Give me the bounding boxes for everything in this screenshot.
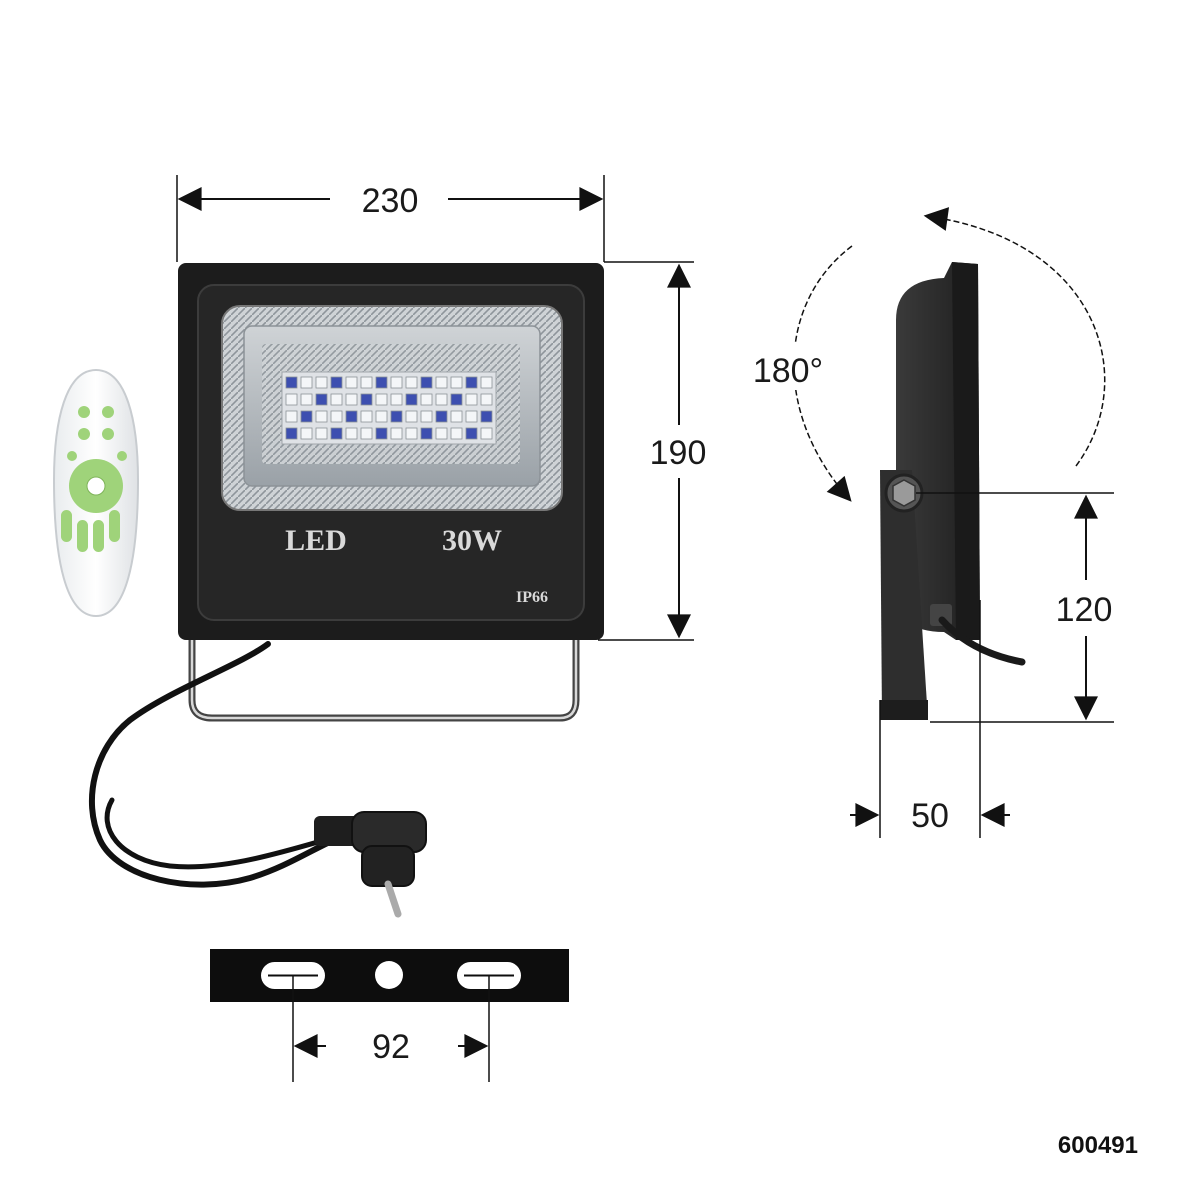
led-chip bbox=[450, 376, 463, 389]
led-chip bbox=[330, 376, 343, 389]
led-chip bbox=[435, 376, 448, 389]
remote-button bbox=[93, 520, 104, 552]
led-chip bbox=[330, 427, 343, 440]
depth-label: 50 bbox=[911, 797, 949, 835]
led-chip bbox=[300, 410, 313, 423]
led-chip bbox=[330, 393, 343, 406]
hole-spacing-label: 92 bbox=[372, 1028, 410, 1066]
remote-button bbox=[78, 406, 90, 418]
hole-spacing-dimension: 92 bbox=[292, 975, 490, 1082]
led-chip bbox=[390, 376, 403, 389]
led-chip bbox=[405, 376, 418, 389]
height-label: 190 bbox=[650, 434, 707, 472]
floodlight-side-view bbox=[880, 262, 1026, 720]
remote-button bbox=[61, 510, 72, 542]
led-chip bbox=[435, 427, 448, 440]
led-label: LED bbox=[285, 524, 347, 557]
led-chip bbox=[285, 393, 298, 406]
led-chip bbox=[375, 410, 388, 423]
remote-button bbox=[102, 406, 114, 418]
led-chip bbox=[450, 427, 463, 440]
led-chip bbox=[465, 376, 478, 389]
led-chip bbox=[345, 376, 358, 389]
led-chip bbox=[480, 376, 493, 389]
led-chip bbox=[330, 410, 343, 423]
led-chip bbox=[345, 393, 358, 406]
product-code: 600491 bbox=[1058, 1132, 1138, 1159]
led-chip bbox=[450, 410, 463, 423]
led-chip bbox=[345, 410, 358, 423]
led-chip bbox=[450, 393, 463, 406]
bracket-height-dimension: 120 bbox=[916, 492, 1114, 723]
depth-dimension: 50 bbox=[850, 600, 1010, 838]
led-chip bbox=[300, 427, 313, 440]
led-chip bbox=[435, 393, 448, 406]
rotation-indicator: 180° bbox=[742, 207, 1106, 502]
led-chip bbox=[390, 393, 403, 406]
ip-rating-label: IP66 bbox=[516, 589, 548, 606]
led-chip bbox=[315, 427, 328, 440]
led-chip bbox=[390, 410, 403, 423]
led-chip bbox=[465, 427, 478, 440]
led-chip bbox=[360, 410, 373, 423]
remote-button bbox=[117, 451, 127, 461]
led-chip bbox=[405, 393, 418, 406]
led-chip bbox=[405, 410, 418, 423]
led-chip bbox=[435, 410, 448, 423]
led-chip bbox=[480, 410, 493, 423]
led-chip bbox=[480, 393, 493, 406]
led-chip bbox=[465, 393, 478, 406]
led-chip bbox=[420, 410, 433, 423]
led-chip bbox=[360, 376, 373, 389]
led-chip bbox=[360, 393, 373, 406]
remote-button bbox=[78, 428, 90, 440]
power-label: 30W bbox=[442, 524, 502, 557]
led-chip bbox=[420, 393, 433, 406]
remote-control-icon bbox=[52, 368, 140, 618]
led-chip bbox=[315, 393, 328, 406]
bracket-height-label: 120 bbox=[1056, 591, 1113, 629]
led-chip bbox=[300, 393, 313, 406]
led-chip bbox=[285, 427, 298, 440]
led-chip bbox=[360, 427, 373, 440]
led-chip bbox=[480, 427, 493, 440]
width-label: 230 bbox=[362, 182, 419, 220]
width-dimension: 230 bbox=[176, 175, 605, 262]
led-chip bbox=[300, 376, 313, 389]
remote-button bbox=[67, 451, 77, 461]
power-cable bbox=[89, 641, 353, 888]
remote-button bbox=[109, 510, 120, 542]
led-chip bbox=[465, 410, 478, 423]
led-chip bbox=[285, 410, 298, 423]
led-chip bbox=[375, 427, 388, 440]
floodlight-front-view: LED 30W IP66 bbox=[178, 263, 604, 722]
led-chip bbox=[315, 410, 328, 423]
led-chip bbox=[390, 427, 403, 440]
led-chip bbox=[405, 427, 418, 440]
remote-button bbox=[77, 520, 88, 552]
remote-button bbox=[102, 428, 114, 440]
led-array bbox=[285, 376, 493, 440]
led-chip bbox=[420, 427, 433, 440]
led-chip bbox=[285, 376, 298, 389]
led-chip bbox=[420, 376, 433, 389]
mounting-bracket-icon bbox=[210, 949, 569, 1002]
led-chip bbox=[375, 393, 388, 406]
height-dimension: 190 bbox=[598, 261, 707, 641]
led-chip bbox=[375, 376, 388, 389]
led-chip bbox=[345, 427, 358, 440]
power-plug-icon bbox=[314, 811, 427, 918]
led-chip bbox=[315, 376, 328, 389]
remote-dpad-center bbox=[86, 476, 106, 496]
rotation-label: 180° bbox=[753, 352, 823, 390]
